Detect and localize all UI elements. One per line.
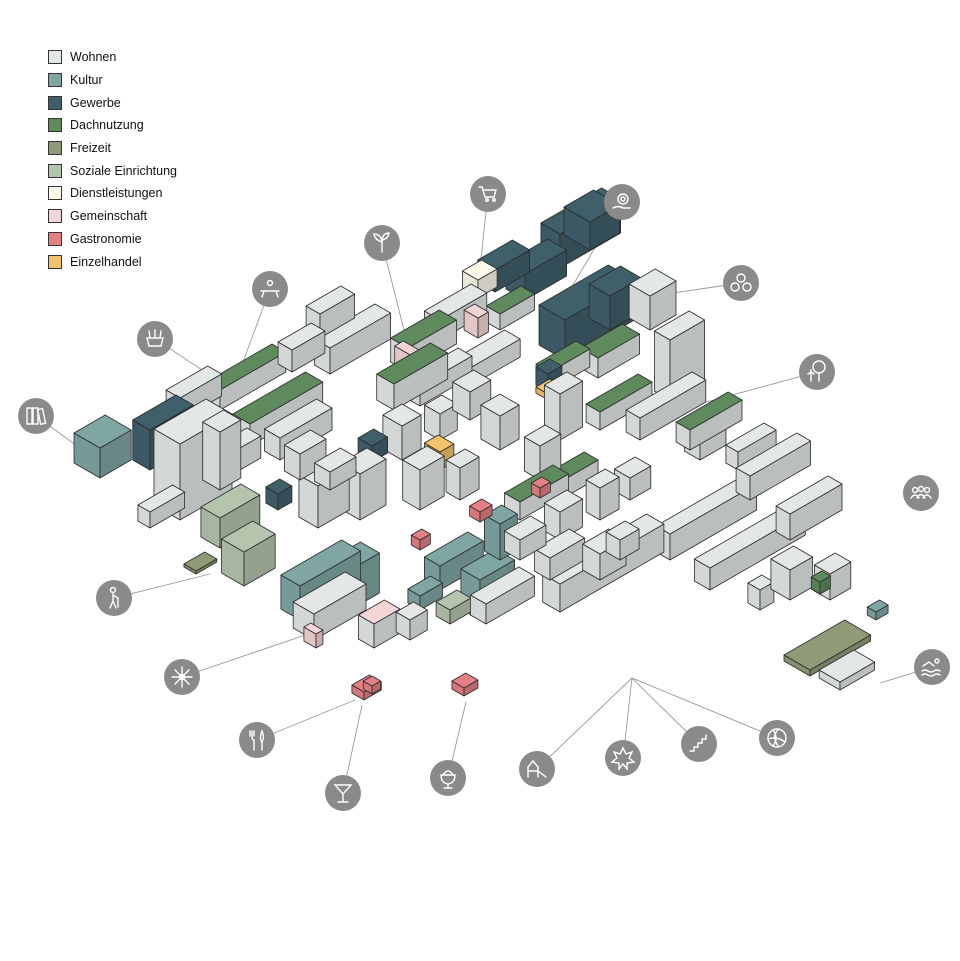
building xyxy=(396,602,427,640)
building xyxy=(614,457,650,500)
ice-cream-icon xyxy=(430,760,466,796)
building xyxy=(411,529,430,550)
building xyxy=(771,546,813,600)
plant-icon xyxy=(364,225,400,261)
building xyxy=(383,404,421,460)
volleyball-icon xyxy=(759,720,795,756)
cocktail-icon xyxy=(325,775,361,811)
library-books-icon xyxy=(18,398,54,434)
group-people-icon xyxy=(903,475,939,511)
leader-line xyxy=(182,630,320,677)
building xyxy=(776,476,842,540)
building xyxy=(867,600,888,620)
elderly-person-icon xyxy=(96,580,132,616)
picnic-sun-icon xyxy=(252,271,288,307)
building xyxy=(748,575,774,610)
network-hub-icon xyxy=(164,659,200,695)
community-balance-icon xyxy=(723,265,759,301)
swimming-icon xyxy=(914,649,950,685)
building xyxy=(481,394,519,450)
cutlery-icon xyxy=(239,722,275,758)
stairs-icon xyxy=(681,726,717,762)
building xyxy=(203,410,241,490)
buildings xyxy=(74,188,888,700)
playground-icon xyxy=(519,751,555,787)
festival-icon xyxy=(605,740,641,776)
building xyxy=(74,415,131,478)
hand-gear-icon xyxy=(604,184,640,220)
building xyxy=(486,286,534,330)
shopping-cart-icon xyxy=(470,176,506,212)
tree-person-icon xyxy=(799,354,835,390)
market-basket-icon xyxy=(137,321,173,357)
building xyxy=(138,485,185,528)
building xyxy=(452,673,478,696)
building xyxy=(184,552,217,574)
building xyxy=(266,479,292,510)
